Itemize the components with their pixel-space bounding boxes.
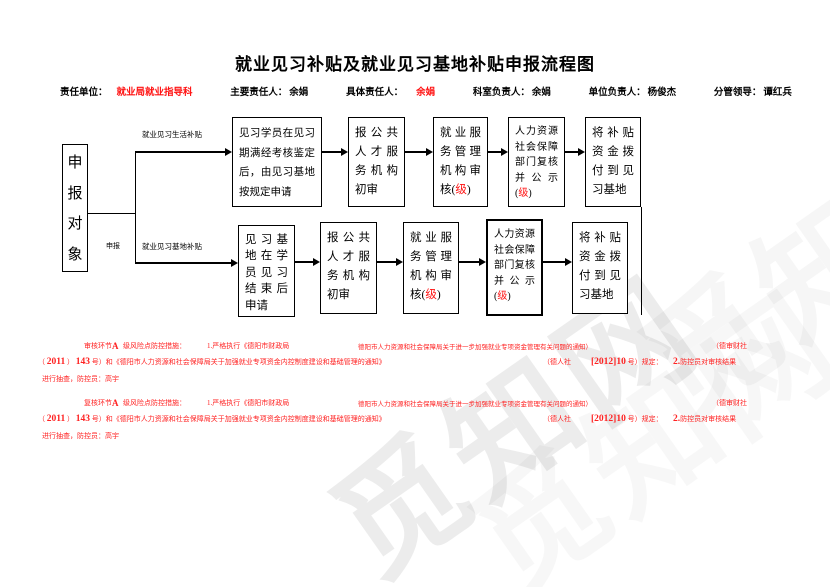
note-item1: 1.严格执行《德阳市财政局 (207, 399, 290, 407)
arrow-icon (396, 258, 403, 266)
note-line: 审核环节 A 级风险点防控措施： 1.严格执行《德阳市财政局 德阳市人力资源和社… (0, 341, 830, 353)
note-doc-number: （ 2011 ） 143 号）和《德阳市人力资源和社会保障局关于加强就业专项资金… (38, 357, 386, 367)
note-controller: 进行抽查，防控员：高宇 (42, 432, 119, 440)
arrow-icon (225, 148, 232, 156)
note-doc-code: [2012]10 号）规定： (591, 357, 663, 367)
arrow-icon (578, 148, 585, 156)
page-title: 就业见习补贴及就业见习基地补贴申报流程图 (235, 55, 595, 74)
responsibility-row: 责任单位：就业局就业指导科 主要责任人：余娟 具体责任人：余娟 科室负责人：余娟… (60, 84, 792, 98)
connector-line (88, 213, 135, 214)
note-measure: 级风险点防控措施： (123, 342, 186, 350)
note-controller: 进行抽查，防控员：高宇 (42, 375, 119, 383)
note-line: （ 2011 ） 143 号）和《德阳市人力资源和社会保障局关于加强就业专项资金… (0, 357, 830, 369)
note-item1: 1.严格执行《德阳市财政局 (207, 342, 290, 350)
apply-label: 申报 (106, 242, 120, 250)
note-measure: 级风险点防控措施： (123, 399, 186, 407)
note-doc-code: [2012]10 号）规定： (591, 414, 663, 424)
note-doc-ref: （德审财社 (712, 342, 747, 350)
responsible-unit-value: 就业局就业指导科 (116, 88, 193, 98)
arrow-icon (501, 148, 508, 156)
responsible-unit: 责任单位：就业局就业指导科 (60, 88, 193, 98)
arrow-icon (341, 148, 348, 156)
note-stage: 审核环节 (84, 342, 112, 350)
connector-line (565, 151, 579, 153)
flow-box-pay-bottom: 将补贴资金拨付到见习基地 (572, 222, 628, 314)
note-grade: A (112, 398, 119, 408)
note-stage: 复核环节 (84, 399, 112, 407)
note-line: 进行抽查，防控员：高宇 (0, 374, 830, 386)
branch-label-living-subsidy: 就业见习生活补贴 (142, 130, 202, 139)
note-item2: 2.防控员对审核结果 (673, 357, 737, 367)
flow-box-pay-top: 将补贴资金拨付到见习基地 (585, 117, 641, 207)
connector-line (405, 151, 427, 153)
flow-box-audit-top: 就业服务管理机构审核(级) (433, 117, 488, 207)
arrow-icon (231, 259, 238, 267)
note-line: （ 2011 ） 143 号）和《德阳市人力资源和社会保障局关于加强就业专项资金… (0, 414, 830, 426)
connector-line (295, 261, 314, 263)
note-doc-ref2: （德人社 (543, 415, 571, 423)
flow-box-review-top: 人力资源社会保障部门复核并公示(级) (508, 117, 565, 207)
note-item2: 2.防控员对审核结果 (673, 414, 737, 424)
flow-box-request-bottom: 见习基地在学员见习结束后申请 (238, 225, 295, 317)
flow-box-review-bottom: 人力资源社会保障部门复核并公示(级) (486, 219, 543, 316)
connector-line (641, 207, 642, 315)
connector-line (459, 261, 480, 263)
supervising-leader: 分管领导：谭红兵 (713, 88, 792, 98)
arrow-icon (479, 258, 486, 266)
flow-box-request-top: 见习学员在见习期满经考核鉴定后，由见习基地按规定申请 (232, 117, 322, 207)
note-grade: A (112, 341, 119, 351)
connector-line (543, 261, 566, 263)
arrow-icon (426, 148, 433, 156)
connector-line (488, 151, 502, 153)
connector-line (135, 152, 136, 264)
note-doc-title: 德阳市人力资源和社会保障局关于进一步加强就业专项资金管理有关问题的通知） (358, 401, 592, 408)
note-line: 复核环节 A 级风险点防控措施： 1.严格执行《德阳市财政局 德阳市人力资源和社… (0, 398, 830, 410)
note-doc-title: 德阳市人力资源和社会保障局关于进一步加强就业专项资金管理有关问题的通知） (358, 344, 592, 351)
connector-line (377, 261, 397, 263)
arrow-icon (313, 258, 320, 266)
note-line: 进行抽查，防控员：高宇 (0, 431, 830, 443)
specific-responsible-person: 具体责任人：余娟 (346, 88, 436, 98)
flow-box-applicant: 申报对象 (62, 144, 88, 272)
flow-box-audit-bottom: 就业服务管理机构审核(级) (403, 222, 459, 314)
branch-label-base-subsidy: 就业见习基地补贴 (142, 242, 202, 251)
section-chief: 科室负责人：余娟 (472, 88, 551, 98)
connector-line (135, 262, 231, 264)
note-doc-number: （ 2011 ） 143 号）和《德阳市人力资源和社会保障局关于加强就业专项资金… (38, 414, 386, 424)
unit-chief: 单位负责人：杨俊杰 (588, 88, 677, 98)
flow-box-initial-review-bottom: 报公共人才服务机构初审 (320, 222, 377, 314)
connector-line (322, 151, 342, 153)
note-doc-ref2: （德人社 (543, 358, 571, 366)
main-responsible-person: 主要责任人：余娟 (230, 88, 309, 98)
flow-box-initial-review-top: 报公共人才服务机构初审 (348, 117, 405, 207)
arrow-icon (565, 258, 572, 266)
connector-line (135, 151, 225, 153)
note-doc-ref: （德审财社 (712, 399, 747, 407)
